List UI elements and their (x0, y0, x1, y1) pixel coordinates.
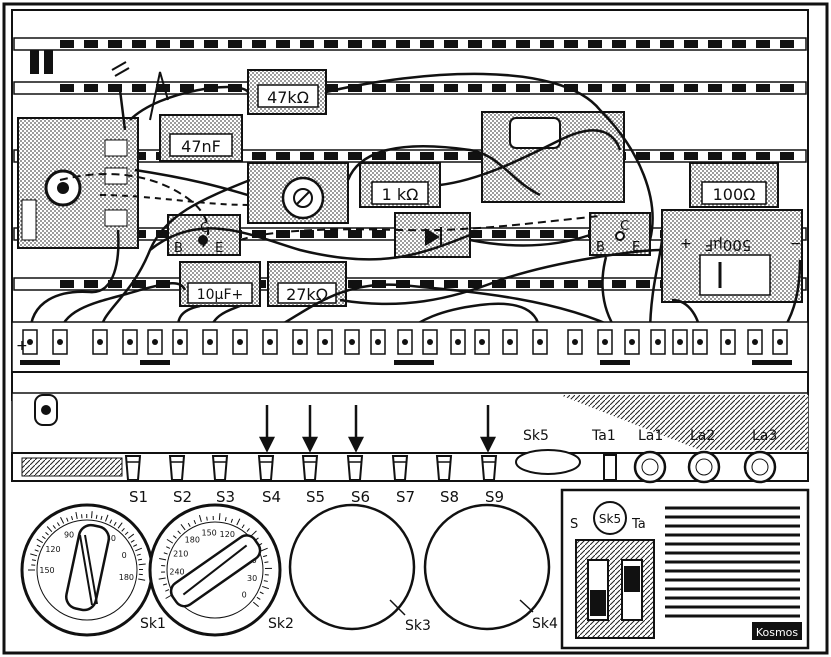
dial-tick-label: 30 (106, 534, 116, 543)
label-s4: S4 (262, 488, 281, 506)
capacitor-500u-label: 500µF (705, 236, 752, 254)
dial-tick-label: 30 (247, 574, 257, 583)
brand-label: Kosmos (756, 626, 799, 639)
supply-plus: + (16, 338, 28, 354)
dial-sk1: 1501209060300180 (20, 503, 154, 637)
dial-tick-label: 90 (64, 530, 74, 539)
control-sk5-socket (593, 501, 627, 535)
switch-labels: S1 S2 S3 S4 S5 S6 S7 S8 S9 (129, 488, 504, 506)
dial-tick-label: 180 (119, 573, 134, 582)
speaker-sk3 (288, 503, 416, 631)
transistor1-b: B (174, 241, 183, 256)
marker-bar-left (30, 50, 39, 74)
label-s6: S6 (351, 488, 370, 506)
antenna-lead (149, 71, 169, 121)
brand-plate (752, 622, 802, 640)
label-la3: La3 (752, 428, 777, 444)
transistor2-e: E (632, 240, 640, 255)
marker-bar-right (44, 50, 53, 74)
transistor1-e: E (215, 241, 223, 256)
dial-tick-label: 150 (201, 528, 216, 537)
label-sk4: Sk4 (532, 616, 558, 632)
relay-coil (509, 117, 561, 149)
slide-switches (124, 455, 498, 481)
module-terminal-3 (104, 209, 128, 227)
label-s7: S7 (396, 488, 415, 506)
transistor2-c: C (620, 219, 629, 234)
label-s9: S9 (485, 488, 504, 506)
capacitor-plus: + (680, 236, 692, 252)
shelf-shading (560, 395, 808, 450)
dial-tick-label: 150 (39, 566, 54, 575)
module-terminal-2 (104, 167, 128, 185)
speaker-grille (665, 506, 800, 618)
pointer-arrows (258, 405, 497, 453)
switch-bar (11, 452, 809, 482)
resistor-27k-label: 27kΩ (286, 285, 328, 304)
dial-tick-label: 120 (45, 545, 60, 554)
control-ta-label: Ta (631, 517, 646, 532)
capacitor-10u-label: 10µF+ (197, 287, 244, 303)
label-sk5-top: Sk5 (523, 428, 549, 444)
speaker-sk4 (423, 503, 551, 631)
label-s5: S5 (306, 488, 325, 506)
switch-s3 (211, 455, 229, 481)
switch-s5 (301, 455, 319, 481)
label-sk2: Sk2 (268, 616, 294, 632)
label-sk1: Sk1 (140, 616, 166, 632)
module-terminal-1 (104, 139, 128, 157)
wiring (28, 72, 802, 337)
dial-tick-label: 120 (220, 530, 235, 539)
ta1-button (603, 454, 617, 481)
resistor-100-label: 100Ω (713, 185, 756, 204)
vent-slots-left (21, 457, 123, 477)
dial-sk2: 2702402101801501209060300 (148, 503, 282, 637)
label-la2: La2 (690, 428, 715, 444)
dial-tick-label: 180 (185, 536, 200, 545)
control-s-label: S (570, 517, 578, 532)
sk5-socket (515, 449, 581, 475)
label-s3: S3 (216, 488, 235, 506)
dial-tick-label: 0 (242, 590, 247, 599)
switch-s2 (168, 455, 186, 481)
label-ta1: Ta1 (591, 428, 616, 444)
switch-s8 (435, 455, 453, 481)
dial-tick-label: 210 (173, 550, 188, 559)
module-terminal-4 (21, 199, 37, 241)
resistor-47k-label: 47kΩ (267, 88, 309, 107)
label-sk3: Sk3 (405, 618, 431, 634)
label-s8: S8 (440, 488, 459, 506)
capacitor-47n-label: 47nF (181, 137, 221, 156)
transistor2-b: B (596, 240, 605, 255)
control-sk5-label: Sk5 (599, 512, 621, 526)
supply-minus: − (790, 236, 802, 252)
switch-s9 (480, 455, 498, 481)
dial-tick-label: 240 (169, 567, 184, 576)
terminal-posts (20, 329, 792, 365)
switch-s7 (391, 455, 409, 481)
transistor-module-2 (589, 212, 651, 256)
label-s2: S2 (173, 488, 192, 506)
label-la1: La1 (638, 428, 663, 444)
dial-tick-label: 0 (122, 551, 127, 560)
potentiometer-shaft (57, 182, 69, 194)
label-s1: S1 (129, 488, 148, 506)
switch-s1 (124, 455, 142, 481)
switch-s4 (257, 455, 275, 481)
resistor-1k-label: 1 kΩ (382, 185, 419, 204)
switch-s6 (346, 455, 364, 481)
